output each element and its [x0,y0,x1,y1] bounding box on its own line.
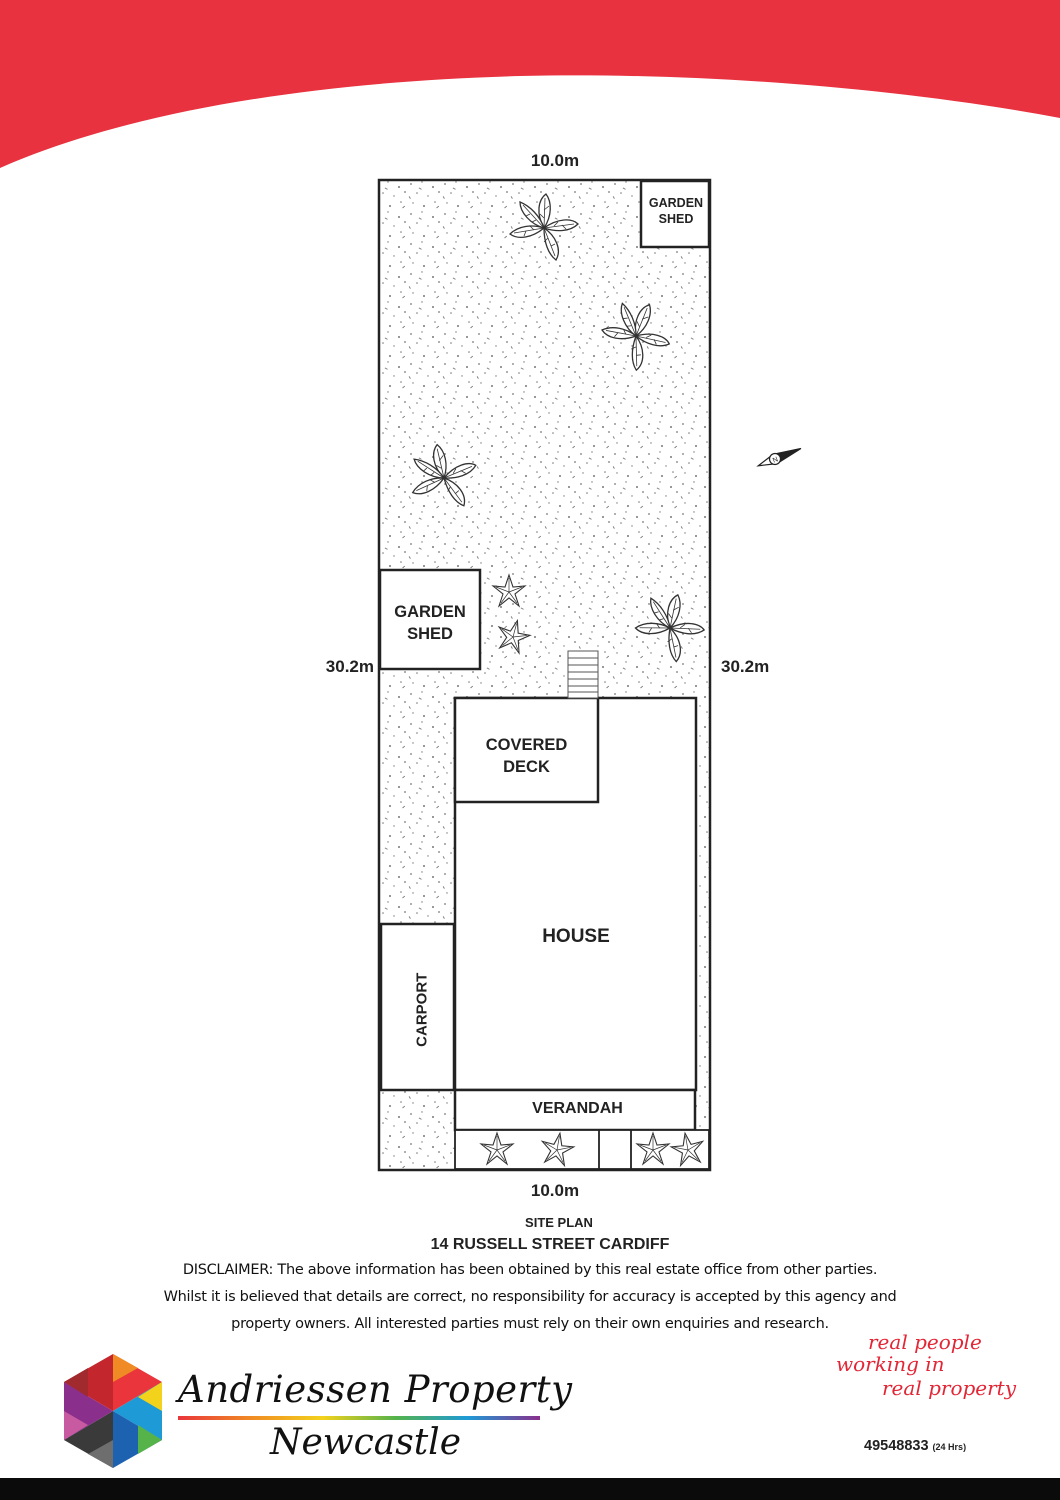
brand-name: Andriessen Property [178,1368,573,1411]
phone-note: (24 Hrs) [932,1442,967,1452]
label-house: HOUSE [542,926,610,947]
brand-logo-icon [64,1354,162,1468]
site-boundary [377,178,712,1172]
disclaimer-text: DISCLAIMER: The above information has be… [60,1257,1000,1338]
dimension-top: 10.0m [530,151,580,170]
header-banner [0,0,1060,168]
label-carport: CARPORT [413,972,431,1047]
label-covered-deck: COVERED DECK [455,734,598,778]
tagline-line-1: real people [868,1330,982,1354]
dimension-left: 30.2m [325,657,374,676]
brand-rainbow-underline [178,1416,540,1420]
banner-left-edge [0,0,6,66]
carport-outline [379,922,456,1092]
banner-red-curve [0,0,1060,168]
label-line: DECK [503,758,550,776]
tagline-line-2: working in [836,1352,945,1376]
phone-number: 49548833 (24 Hrs) [864,1438,966,1454]
tagline-line-3: real property [882,1376,1017,1400]
footer-bar [0,1478,1060,1500]
label-line: SHED [658,212,694,226]
deck-steps [567,650,599,699]
label-line: SHED [407,625,453,643]
label-line: COVERED [485,736,568,754]
north-compass-icon: N [756,447,802,467]
garden-shed-large-outline [378,568,482,671]
label-garden-shed-large: GARDEN SHED [380,601,480,645]
disclaimer-line: DISCLAIMER: The above information has be… [182,1262,878,1278]
brand-location: Newcastle [270,1422,462,1463]
address-caption: 14 RUSSELL STREET CARDIFF [430,1236,670,1253]
label-line: GARDEN [648,196,704,210]
disclaimer-line: Whilst it is believed that details are c… [163,1289,897,1305]
covered-deck-outline [453,696,600,804]
svg-text:N: N [772,456,779,464]
disclaimer-line: property owners. All interested parties … [231,1316,829,1332]
site-plan-caption: SITE PLAN [525,1215,593,1230]
dimension-bottom: 10.0m [530,1181,580,1200]
phone-digits: 49548833 [864,1438,929,1454]
dimension-right: 30.2m [721,657,770,676]
label-line: GARDEN [394,603,466,621]
label-garden-shed-small: GARDEN SHED [641,195,711,227]
label-verandah: VERANDAH [532,1100,623,1117]
garden-shed-small-outline [639,179,711,249]
site-plan-drawing: N [377,178,802,1172]
